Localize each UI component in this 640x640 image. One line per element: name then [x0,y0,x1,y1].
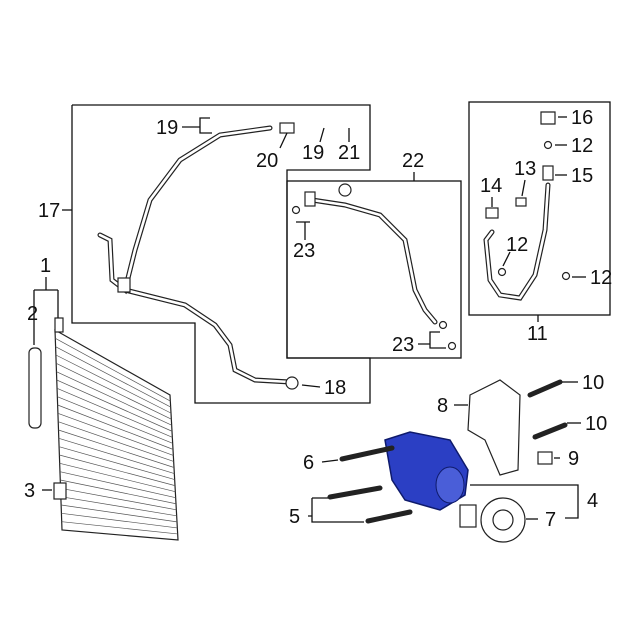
callout-12: 12 [571,135,593,157]
group-box-17 [71,104,371,404]
callout-12: 12 [590,267,612,289]
callout-9: 9 [568,448,579,470]
condenser-fin [56,363,172,420]
condenser-fin [60,487,177,511]
callout-8: 8 [437,395,448,417]
callout-20: 20 [256,150,278,172]
callout-16: 16 [571,107,593,129]
callout-5: 5 [289,506,300,528]
condenser-fin [58,421,174,462]
receiver-drier [28,347,42,429]
condenser-fin [58,437,175,474]
condenser-fin [55,354,172,414]
ac-hose [291,183,457,351]
leader-lines [33,116,586,523]
callout-6: 6 [303,452,314,474]
callout-4: 4 [587,490,598,512]
condenser-fin [59,462,176,493]
condenser-fin [60,496,177,517]
condenser-fin [56,379,173,432]
compressor [384,431,469,511]
callout-11: 11 [527,323,548,345]
callout-14: 14 [480,175,502,197]
condenser [54,317,179,541]
condenser-fin [58,446,175,480]
callout-10: 10 [582,372,604,394]
callout-10: 10 [585,413,607,435]
condenser-fin [57,413,174,456]
callout-21: 21 [338,142,360,164]
compressor-bracket [467,379,521,476]
condenser-fin [57,404,174,450]
ac-line-11 [483,111,571,301]
bolt-3 [53,482,67,500]
callout-22: 22 [402,150,424,172]
callout-19: 19 [302,142,324,164]
condenser-fin [56,388,173,438]
callout-3: 3 [24,480,35,502]
condenser-fin [60,479,177,505]
condenser-fin [57,396,173,444]
condenser-fin [61,504,178,523]
condenser-fin [61,521,178,535]
condenser-fin [59,454,176,486]
callout-23: 23 [392,334,414,356]
callout-12: 12 [506,234,528,256]
callout-1: 1 [40,255,51,277]
callout-18: 18 [324,377,346,399]
callout-17: 17 [38,200,60,222]
group-box-11 [468,101,611,316]
ac-line-assembly [97,122,299,390]
group-box-22 [286,180,462,359]
callout-19: 19 [156,117,178,139]
condenser-fin [56,371,172,426]
condenser-fin [59,471,176,499]
callout-13: 13 [514,158,536,180]
callout-2: 2 [27,303,38,325]
condenser-fin [58,429,175,468]
callout-7: 7 [545,509,556,531]
condenser-fin [55,338,171,402]
condenser-fin [61,512,178,529]
callout-23: 23 [293,240,315,262]
callout-15: 15 [571,165,593,187]
condenser-fin [55,346,171,408]
